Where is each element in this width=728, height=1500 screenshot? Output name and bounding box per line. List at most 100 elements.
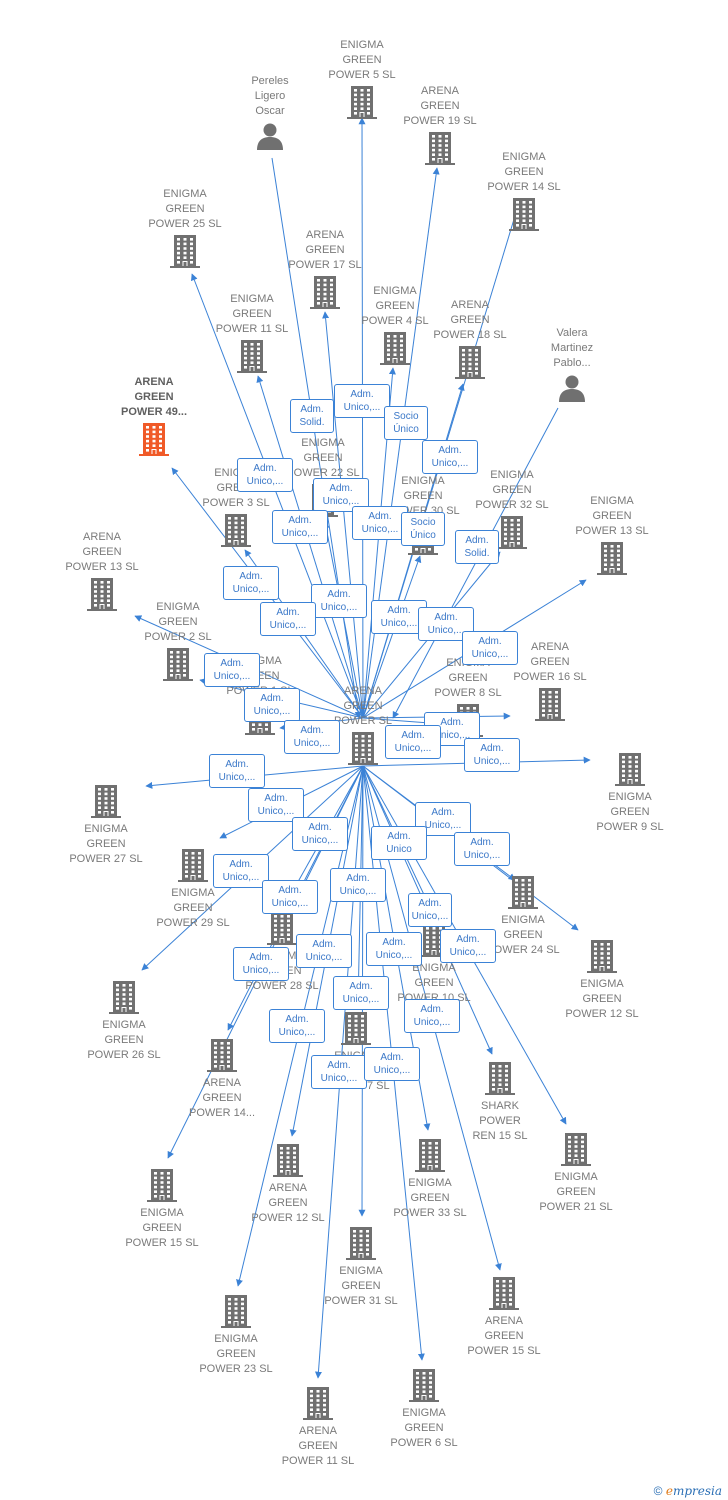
node-label-line: GREEN bbox=[232, 308, 272, 320]
relation-label-line: Unico,... bbox=[218, 772, 256, 783]
relation-label[interactable]: Adm.Unico,... bbox=[371, 600, 427, 634]
building-icon bbox=[419, 924, 449, 957]
relation-label[interactable]: Adm.Unico,... bbox=[204, 653, 260, 687]
node-label-line: ARENA bbox=[485, 1315, 523, 1327]
node-label-line: GREEN bbox=[268, 1197, 308, 1209]
node-label-line: ENIGMA bbox=[412, 962, 456, 974]
relation-label[interactable]: Adm.Unico,... bbox=[237, 458, 293, 492]
node-label-line: GREEN bbox=[104, 1034, 144, 1046]
empresia-logo[interactable]: empresia bbox=[665, 1484, 722, 1498]
node-label-line: POWER 2 SL bbox=[144, 631, 212, 643]
relation-label[interactable]: Adm.Unico,... bbox=[284, 720, 340, 754]
relation-label[interactable]: Adm.Unico,... bbox=[462, 631, 518, 665]
node-label-line: POWER 5 SL bbox=[328, 69, 396, 81]
relation-label[interactable]: Adm.Unico,... bbox=[209, 754, 265, 788]
building-icon bbox=[178, 849, 208, 882]
relation-label[interactable]: Adm.Unico,... bbox=[422, 440, 478, 474]
relation-label-line: Unico,... bbox=[213, 671, 251, 682]
node-label-line: GREEN bbox=[582, 993, 622, 1005]
relation-label-line: Unico,... bbox=[242, 965, 280, 976]
relation-label[interactable]: Adm.Unico,... bbox=[385, 725, 441, 759]
building-icon bbox=[221, 514, 251, 547]
node-label-line: GREEN bbox=[341, 1280, 381, 1292]
node-label-line: ENIGMA bbox=[171, 887, 215, 899]
building-icon bbox=[509, 198, 539, 231]
relation-label[interactable]: Adm.Unico,... bbox=[296, 934, 352, 968]
node-label-line: GREEN bbox=[173, 902, 213, 914]
relation-label[interactable]: Adm.Unico,... bbox=[248, 788, 304, 822]
node-label-line: POWER SL bbox=[333, 715, 393, 727]
relation-label[interactable]: Adm.Unico,... bbox=[330, 868, 386, 902]
relation-label[interactable]: Adm.Unico,... bbox=[418, 607, 474, 641]
relation-label[interactable]: Adm.Solid. bbox=[290, 399, 334, 433]
node-label-line: GREEN bbox=[450, 314, 490, 326]
node-label-line: POWER 12 SL bbox=[251, 1212, 325, 1224]
relation-label[interactable]: Adm.Unico,... bbox=[233, 947, 289, 981]
node-label-line: GREEN bbox=[158, 616, 198, 628]
relation-label[interactable]: Adm.Unico,... bbox=[464, 738, 520, 772]
node-label-line: POWER 6 SL bbox=[390, 1437, 458, 1449]
relation-label-line: Adm. bbox=[349, 981, 373, 992]
node-label-line: Pablo... bbox=[553, 357, 591, 369]
node-label-line: ENIGMA bbox=[501, 914, 545, 926]
relation-label[interactable]: Adm.Unico,... bbox=[292, 817, 348, 851]
relation-label-line: Unico,... bbox=[320, 602, 358, 613]
relation-label-line: Adm. bbox=[260, 693, 284, 704]
relation-label[interactable]: Adm.Unico,... bbox=[404, 999, 460, 1033]
relation-label[interactable]: Adm.Unico,... bbox=[352, 506, 408, 540]
node-label-line: POWER 22 SL bbox=[286, 467, 360, 479]
relation-label[interactable]: Adm.Unico,... bbox=[213, 854, 269, 888]
node-label-line: ARENA bbox=[83, 531, 121, 543]
relation-label[interactable]: Adm.Unico,... bbox=[244, 688, 300, 722]
relation-label[interactable]: Adm.Unico,... bbox=[311, 584, 367, 618]
node-label-line: POWER 27 SL bbox=[69, 853, 143, 865]
relation-label[interactable]: Adm.Unico,... bbox=[262, 880, 318, 914]
node-label-line: POWER 9 SL bbox=[596, 821, 664, 833]
node-label-line: Ligero bbox=[254, 90, 286, 102]
building-icon bbox=[170, 235, 200, 268]
building-icon bbox=[415, 1139, 445, 1172]
relation-label-line: Unico,... bbox=[413, 1017, 451, 1028]
relation-label[interactable]: Adm.Unico,... bbox=[334, 384, 390, 418]
relation-label-line: Unico,... bbox=[449, 947, 487, 958]
relation-label-line: Unico bbox=[386, 844, 412, 855]
relation-label[interactable]: Adm.Unico,... bbox=[313, 478, 369, 512]
relation-label-line: Adm. bbox=[300, 404, 324, 415]
relation-label-line: Unico,... bbox=[463, 850, 501, 861]
building-icon bbox=[310, 276, 340, 309]
relation-label[interactable]: Adm.Unico bbox=[371, 826, 427, 860]
relation-label[interactable]: Adm.Unico,... bbox=[454, 832, 510, 866]
relation-label-line: Unico,... bbox=[246, 476, 284, 487]
relation-label-line: Adm. bbox=[327, 1060, 351, 1071]
node-label-line: GREEN bbox=[404, 1422, 444, 1434]
relation-label-line: Unico,... bbox=[343, 402, 381, 413]
node-label-line: POWER 14 SL bbox=[487, 181, 561, 193]
relation-label[interactable]: Adm.Unico,... bbox=[269, 1009, 325, 1043]
relation-label[interactable]: Adm.Unico,... bbox=[260, 602, 316, 636]
node-label-line: Valera bbox=[556, 327, 588, 339]
relation-label[interactable]: Adm.Unico,... bbox=[272, 510, 328, 544]
relation-label[interactable]: Adm.Unico,... bbox=[333, 976, 389, 1010]
building-icon bbox=[221, 1295, 251, 1328]
relation-label[interactable]: Adm.Solid. bbox=[455, 530, 499, 564]
relation-label[interactable]: Adm.Unico,... bbox=[311, 1055, 367, 1089]
relation-label-line: Unico,... bbox=[271, 898, 309, 909]
node-label-line: GREEN bbox=[556, 1186, 596, 1198]
building-icon bbox=[341, 1012, 371, 1045]
building-icon bbox=[267, 912, 297, 945]
relation-label[interactable]: Adm.Unico,... bbox=[366, 932, 422, 966]
node-label-line: ARENA bbox=[344, 685, 382, 697]
relation-label-line: Unico,... bbox=[339, 886, 377, 897]
building-icon bbox=[87, 578, 117, 611]
relation-label[interactable]: Adm.Unico,... bbox=[440, 929, 496, 963]
node-label-line: ENIGMA bbox=[401, 475, 445, 487]
building-icon bbox=[303, 1387, 333, 1420]
relation-label[interactable]: Adm.Unico,... bbox=[364, 1047, 420, 1081]
relation-label[interactable]: Adm.Unico,... bbox=[408, 893, 452, 927]
relation-label[interactable]: Adm.Unico,... bbox=[223, 566, 279, 600]
